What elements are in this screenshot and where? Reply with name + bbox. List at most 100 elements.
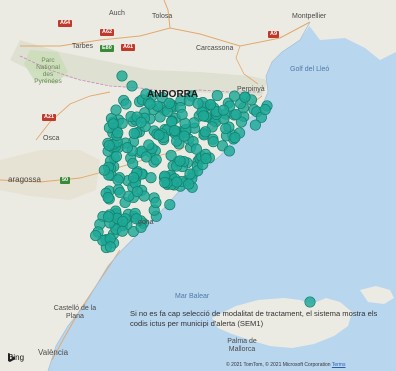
attribution-text: © 2021 TomTom, © 2021 Microsoft Corporat… — [226, 362, 331, 368]
bing-icon — [8, 353, 15, 362]
label-tarragona: gona — [138, 219, 154, 226]
alert-marker[interactable] — [259, 104, 271, 116]
alert-marker[interactable] — [98, 164, 110, 176]
alert-marker[interactable] — [104, 241, 116, 253]
alert-marker[interactable] — [135, 116, 147, 128]
alert-marker[interactable] — [127, 157, 139, 170]
alert-marker[interactable] — [207, 136, 219, 148]
alert-marker[interactable] — [135, 221, 147, 233]
alert-marker[interactable] — [184, 168, 196, 180]
alert-marker[interactable] — [130, 213, 142, 225]
shield-a9: A9 — [268, 31, 280, 38]
alert-marker[interactable] — [163, 97, 175, 109]
alert-marker[interactable] — [128, 172, 140, 184]
alert-marker[interactable] — [178, 130, 190, 142]
alert-marker[interactable] — [200, 153, 212, 165]
alert-marker[interactable] — [164, 199, 176, 211]
alert-marker[interactable] — [223, 145, 235, 157]
alert-marker[interactable] — [145, 172, 157, 184]
land-iberia — [0, 0, 396, 60]
label-andorra: ANDORRA — [147, 89, 199, 100]
shield-a21: A21 — [42, 114, 57, 121]
alert-marker[interactable] — [159, 176, 171, 188]
alert-marker[interactable] — [110, 150, 123, 162]
land-mallorca — [212, 298, 352, 348]
alert-marker[interactable] — [110, 104, 122, 116]
road-6 — [235, 45, 259, 85]
alert-marker[interactable] — [154, 111, 166, 123]
alert-marker[interactable] — [211, 90, 223, 102]
terms-link[interactable]: Terms — [331, 362, 346, 368]
alert-marker[interactable] — [131, 186, 143, 198]
alert-marker[interactable] — [90, 230, 102, 242]
alert-marker[interactable] — [102, 211, 114, 223]
shield-a64: A64 — [58, 20, 73, 27]
alert-marker[interactable] — [235, 116, 247, 128]
alert-marker[interactable] — [199, 126, 211, 138]
alert-marker[interactable] — [117, 215, 129, 227]
alert-marker[interactable] — [239, 91, 251, 103]
alert-marker[interactable] — [205, 98, 217, 111]
alert-marker[interactable] — [126, 80, 138, 92]
alert-marker[interactable] — [183, 178, 195, 190]
alert-marker[interactable] — [249, 119, 261, 131]
alert-marker[interactable] — [112, 174, 124, 186]
label-national-park: Parc National des Pyrénées — [34, 57, 62, 85]
alert-marker[interactable] — [176, 108, 188, 121]
shield-a61: A61 — [121, 44, 136, 51]
alert-marker[interactable] — [150, 154, 162, 166]
label-montpellier: Montpellier — [292, 13, 327, 20]
shield-e80: E80 — [100, 45, 114, 52]
alert-marker[interactable] — [153, 129, 165, 141]
alert-marker[interactable] — [128, 127, 140, 139]
alert-marker[interactable] — [116, 225, 128, 237]
alert-marker[interactable] — [171, 176, 183, 188]
label-carcassona: Carcassona — [196, 45, 234, 52]
alert-marker[interactable] — [169, 125, 181, 137]
alert-marker[interactable] — [165, 149, 177, 161]
alert-marker[interactable] — [103, 139, 115, 151]
alert-marker[interactable] — [107, 118, 119, 130]
alert-marker[interactable] — [114, 186, 126, 199]
alert-marker[interactable] — [116, 70, 128, 82]
alert-marker[interactable] — [140, 151, 152, 163]
label-tarbes: Tarbes — [72, 43, 94, 50]
alert-marker[interactable] — [112, 127, 124, 139]
label-tolosa: Tolosa — [152, 13, 173, 20]
alert-marker[interactable] — [190, 143, 202, 155]
label-perpinya: Perpinyà — [237, 86, 265, 93]
pyrenees-relief — [10, 40, 268, 96]
alert-marker[interactable] — [174, 155, 186, 167]
label-golf-del-lleo: Golf del Lleó — [290, 66, 330, 73]
land-menorca — [360, 286, 394, 304]
label-mar-balear: Mar Balear — [175, 293, 210, 300]
alert-marker[interactable] — [217, 104, 230, 116]
road-4 — [35, 91, 111, 141]
shield-50: 50 — [60, 177, 71, 184]
alert-marker[interactable] — [143, 139, 155, 151]
alert-marker[interactable] — [192, 97, 204, 110]
label-palma: Palma de Mallorca — [227, 338, 257, 353]
national-park-area — [24, 50, 68, 84]
info-message: Si no es fa cap selecció de modalitat de… — [130, 309, 378, 328]
alert-marker[interactable] — [121, 142, 133, 154]
alert-marker[interactable] — [220, 123, 232, 135]
alert-marker[interactable] — [144, 98, 156, 110]
alert-marker[interactable] — [120, 98, 132, 110]
bing-label: Bing — [8, 353, 25, 362]
alert-markers — [90, 70, 316, 308]
alert-marker[interactable] — [102, 192, 114, 204]
label-valencia: València — [38, 348, 69, 357]
label-auch: Auch — [109, 10, 125, 17]
bing-logo[interactable]: Bing — [8, 353, 24, 362]
alert-marker[interactable] — [230, 108, 242, 121]
alert-marker[interactable] — [150, 197, 162, 209]
alert-marker[interactable] — [304, 296, 316, 308]
label-castello: Castelló de la Plana — [53, 305, 97, 320]
alert-marker[interactable] — [229, 132, 241, 144]
alert-marker[interactable] — [197, 110, 210, 122]
alert-marker[interactable] — [140, 88, 152, 100]
attribution: © 2021 TomTom, © 2021 Microsoft Corporat… — [226, 362, 345, 368]
ebro-valley — [0, 150, 100, 200]
